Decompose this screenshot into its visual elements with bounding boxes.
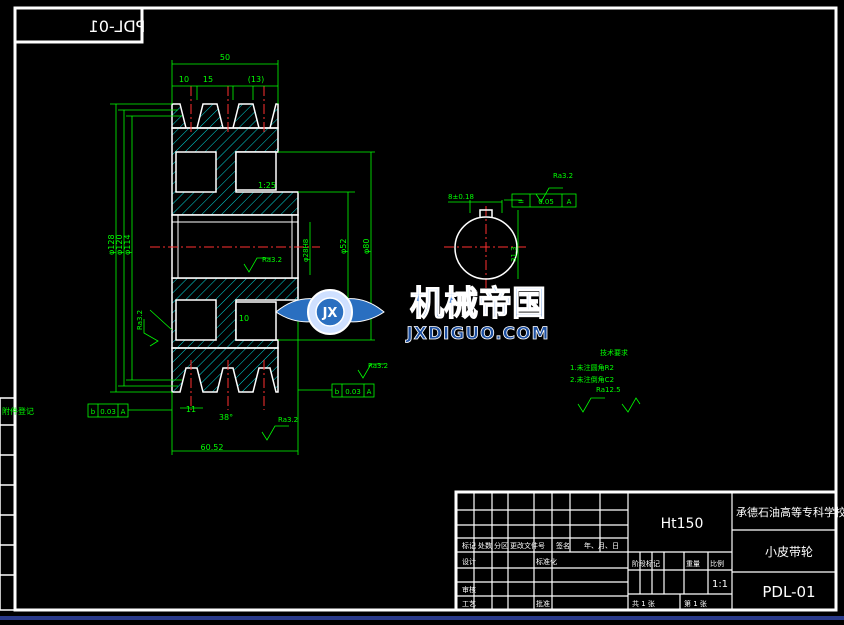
dim-total-length: 60.52 [201, 443, 224, 452]
dimension-labels: 50 10 15 (13) 1:25 φ128 φ120 φ114 φ28H8 … [107, 53, 371, 452]
label-sheet-no: 第 1 张 [684, 599, 707, 608]
tol-left-value: 0.03 [100, 408, 116, 416]
dim-hub-inner: 10 [239, 314, 249, 323]
dim-pitch-1: 10 [179, 75, 189, 84]
notes-title: 技术要求 [600, 348, 628, 357]
roughness-keyway: Ra3.2 [553, 172, 573, 180]
watermark-en: JXDIGUO.COM [405, 324, 549, 344]
title-material: Ht150 [661, 516, 704, 532]
roughness-labels: Ra3.2 Ra3.2 Ra3.2 Ra3.2 Ra3.2 [136, 172, 573, 424]
title-block: Ht150 承德石油高等专科学校 小皮带轮 PDL-01 1:1 标记 处数 分… [454, 490, 844, 612]
tol-right-value: 0.03 [345, 388, 361, 396]
title-part-name: 小皮带轮 [765, 545, 813, 559]
drawing-frame: PDL-01 [0, 6, 844, 620]
notes-roughness: Ra12.5 [596, 386, 621, 394]
dim-pitch-2: 15 [203, 75, 213, 84]
bottom-rim [171, 347, 279, 393]
label-approve: 批准 [536, 599, 550, 608]
label-weight: 重量 [686, 560, 700, 568]
notes-item-2: 2.未注倒角C2 [570, 375, 614, 384]
roughness-hub: Ra3.2 [368, 362, 388, 370]
title-code: PDL-01 [762, 583, 815, 601]
watermark: JX 机械帝国 JXDIGUO.COM [275, 283, 549, 344]
pulley-section-view [171, 103, 375, 393]
watermark-cn: 机械帝国 [410, 284, 546, 324]
label-stage: 阶段标记 [632, 559, 660, 568]
keyway-depth: 31.3 [510, 246, 518, 262]
dim-dia-outer: φ128 [107, 234, 116, 255]
dim-taper: 1:25 [258, 181, 276, 190]
dim-dia-2: φ120 [115, 234, 124, 255]
watermark-emblem-text: JX [322, 306, 338, 321]
dim-top-width: 50 [220, 53, 230, 62]
title-scale: 1:1 [712, 579, 728, 590]
label-standard: 标准化 [536, 557, 557, 566]
title-school: 承德石油高等专科学校 [736, 505, 844, 519]
label-review: 审核 [462, 585, 476, 594]
dim-dia-3: φ114 [123, 234, 132, 255]
top-rim [171, 103, 279, 129]
tol-left-symbol: b [91, 408, 96, 416]
dim-pitch-3: (13) [248, 75, 264, 84]
technical-notes: 技术要求 1.未注圆角R2 2.未注倒角C2 Ra12.5 [570, 348, 628, 394]
dim-dia-bore2: φ80 [362, 239, 371, 254]
tol-right-datum: A [367, 388, 372, 396]
row-label-change-doc: 更改文件号 [510, 541, 545, 550]
dimensions [110, 60, 372, 455]
tol-key-symbol: = [518, 197, 525, 206]
dim-dia-bore: φ28H8 [302, 239, 310, 262]
row-label-date: 年、月、日 [584, 541, 619, 550]
tolerance-frame-right: b 0.03 A [331, 383, 375, 398]
tolerance-frame-left: b 0.03 A [87, 403, 129, 418]
tol-key-datum: A [567, 198, 572, 206]
attachment-label: 附件登记 [2, 406, 34, 416]
tol-key-value: 0.05 [538, 198, 554, 206]
center-lines [150, 86, 528, 410]
keyway-width: 8±0.18 [448, 193, 474, 201]
tol-left-datum: A [121, 408, 126, 416]
keyway-section-view: 8±0.18 31.3 = 0.05 A [448, 193, 577, 280]
notes-item-1: 1.未注圆角R2 [570, 363, 614, 372]
attachment-block: 附件登记 [0, 397, 34, 611]
label-process: 工艺 [462, 600, 476, 608]
tol-right-symbol: b [335, 388, 340, 396]
mirrored-drawing-code: PDL-01 [89, 17, 146, 36]
roughness-bore: Ra3.2 [262, 256, 282, 264]
dim-dia-hub: φ52 [339, 239, 348, 254]
row-label-mark: 标记 [462, 541, 476, 550]
row-label-count: 处数 [478, 541, 492, 550]
label-design: 设计 [462, 557, 476, 566]
roughness-left: Ra3.2 [136, 310, 144, 330]
dim-web-gap: 11 [186, 405, 196, 414]
row-label-sign: 签名 [556, 541, 570, 550]
roughness-marks [143, 187, 641, 441]
label-scale: 比例 [710, 559, 724, 568]
dim-angle: 38° [219, 413, 233, 422]
row-label-zone: 分区 [494, 541, 508, 550]
roughness-groove: Ra3.2 [278, 416, 298, 424]
label-total-sheets: 共 1 张 [632, 599, 655, 608]
